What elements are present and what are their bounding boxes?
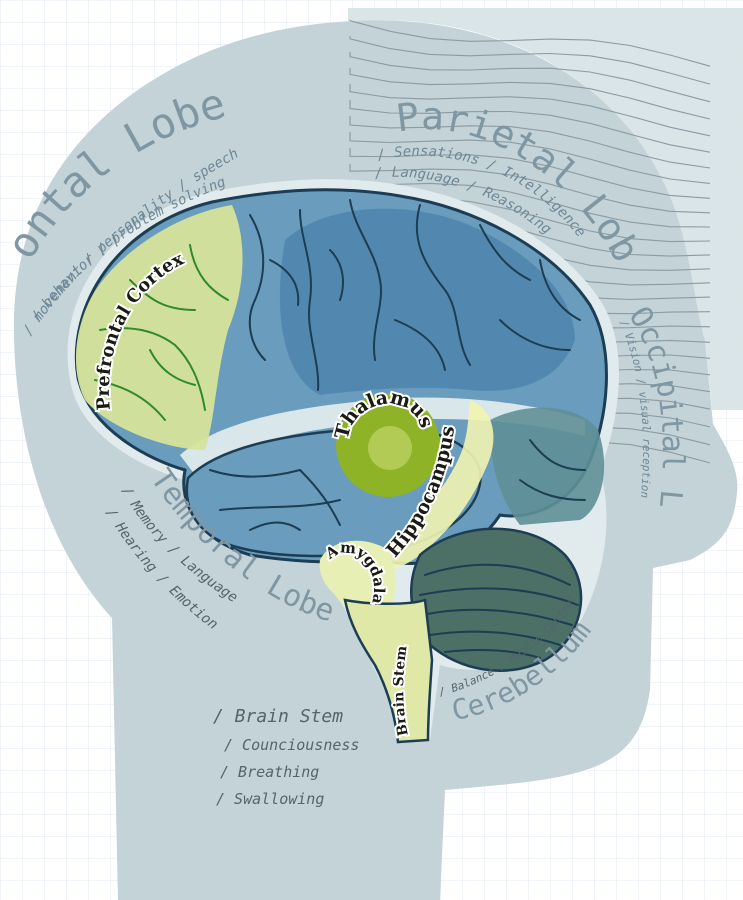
brain-stem-list-item: / Breathing	[220, 763, 319, 781]
brain-stem-list-item: / Swallowing	[216, 790, 324, 808]
thalamus-core	[368, 426, 412, 470]
brain-stem-list-title: / Brain Stem	[213, 706, 343, 727]
brain-stem-list-item: / Counciousness	[224, 736, 359, 754]
